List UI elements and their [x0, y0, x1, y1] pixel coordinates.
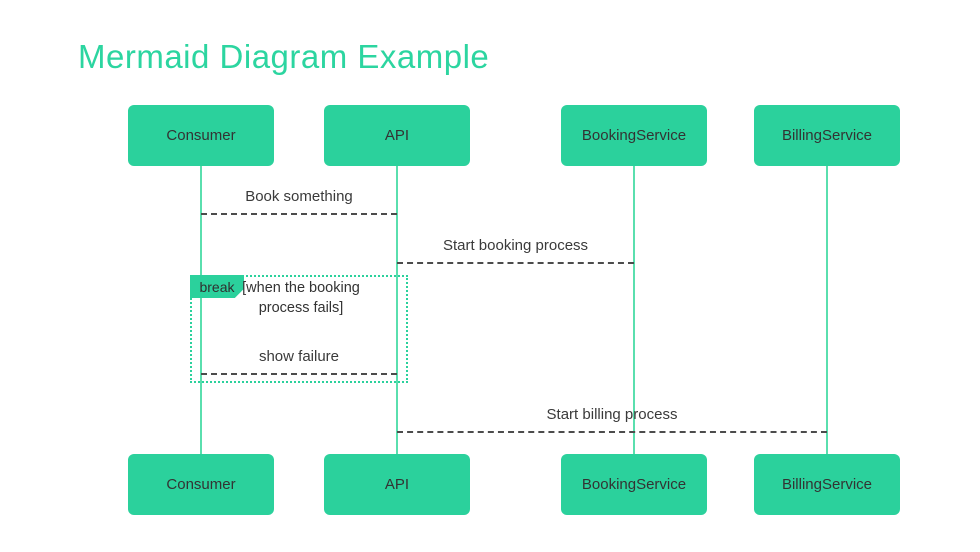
lifeline-bookingservice [633, 166, 635, 455]
message-label-show-failure: show failure [258, 348, 340, 365]
actor-bottom-billingservice: BillingService [754, 454, 900, 515]
actor-label: Consumer [166, 127, 236, 144]
actor-top-consumer: Consumer [128, 105, 274, 166]
message-label-book-something: Book something [245, 188, 353, 205]
message-label-start-billing-process: Start billing process [546, 406, 678, 423]
lifeline-consumer [200, 166, 202, 455]
message-line-start-billing-process [397, 431, 827, 433]
actor-label: BillingService [781, 476, 873, 493]
actor-bottom-api: API [324, 454, 470, 515]
actor-top-bookingservice: BookingService [561, 105, 707, 166]
message-line-start-booking-process [397, 262, 634, 264]
actor-bottom-consumer: Consumer [128, 454, 274, 515]
actor-label: BillingService [781, 127, 873, 144]
actor-label: API [384, 476, 410, 493]
break-frame [190, 275, 408, 383]
break-condition-text: [when the booking process fails] [242, 280, 360, 316]
message-line-show-failure [201, 373, 397, 375]
actor-label: BookingService [581, 476, 687, 493]
message-line-book-something [201, 213, 397, 215]
lifeline-api [396, 166, 398, 455]
lifeline-billingservice [826, 166, 828, 455]
break-label-tag: break [190, 275, 244, 298]
actor-label: Consumer [166, 476, 236, 493]
actor-bottom-bookingservice: BookingService [561, 454, 707, 515]
message-label-start-booking-process: Start booking process [442, 237, 589, 254]
page-title: Mermaid Diagram Example [78, 38, 490, 75]
actor-top-billingservice: BillingService [754, 105, 900, 166]
actor-label: BookingService [581, 127, 687, 144]
actor-top-api: API [324, 105, 470, 166]
actor-label: API [384, 127, 410, 144]
